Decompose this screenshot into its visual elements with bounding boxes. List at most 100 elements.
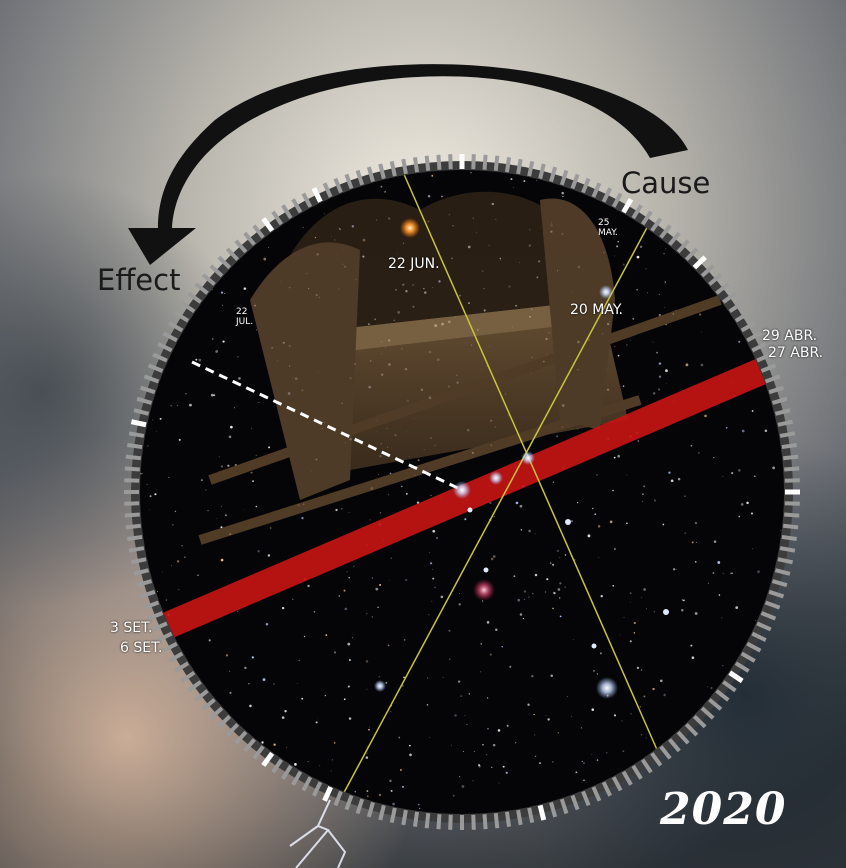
- background-star: [348, 576, 350, 579]
- ring-tick: [333, 790, 343, 807]
- ring-tick: [243, 738, 256, 753]
- background-star: [317, 718, 319, 719]
- background-star: [457, 680, 461, 683]
- background-star: [575, 771, 578, 774]
- background-star: [658, 293, 660, 295]
- background-star: [351, 225, 355, 228]
- background-star: [335, 508, 338, 512]
- background-star: [397, 311, 400, 314]
- ring-tick: [504, 157, 512, 173]
- background-star: [754, 620, 756, 621]
- background-star: [380, 185, 383, 188]
- background-star: [738, 469, 741, 472]
- background-star: [149, 495, 152, 498]
- background-star: [432, 529, 436, 533]
- ring-tick: [147, 611, 164, 621]
- background-star: [251, 656, 254, 659]
- ring-tick: [252, 224, 265, 239]
- background-star: [731, 472, 734, 475]
- background-star: [486, 621, 490, 624]
- background-star: [640, 734, 642, 736]
- background-star: [222, 340, 225, 343]
- ring-tick: [538, 163, 546, 180]
- background-star: [701, 331, 703, 333]
- background-star: [556, 549, 559, 553]
- background-star: [467, 245, 471, 249]
- ring-tick: [493, 813, 500, 829]
- background-star: [486, 697, 489, 699]
- ring-tick: [601, 781, 612, 797]
- background-star: [712, 572, 715, 574]
- ring-tick: [424, 155, 431, 171]
- background-star: [489, 501, 492, 505]
- ring-tick: [659, 224, 672, 239]
- background-star: [462, 751, 465, 753]
- background-star: [528, 529, 531, 533]
- background-star: [405, 492, 408, 495]
- background-star: [629, 640, 632, 643]
- ring-tick: [756, 352, 772, 363]
- ring-tick: [760, 363, 777, 373]
- background-star: [234, 407, 236, 409]
- ring-tick: [783, 523, 799, 530]
- background-star: [557, 732, 559, 734]
- ring-tick: [424, 813, 431, 829]
- background-star: [405, 578, 408, 582]
- background-star: [216, 518, 217, 519]
- background-star: [491, 766, 493, 769]
- ring-tick: [684, 247, 699, 262]
- background-star: [663, 307, 665, 309]
- background-star: [653, 611, 655, 613]
- background-star: [751, 410, 754, 412]
- background-star: [430, 494, 432, 496]
- date-label-6-set: 6 SET.: [120, 640, 163, 656]
- background-star: [459, 776, 461, 778]
- ring-tick: [774, 568, 791, 576]
- background-star: [171, 565, 173, 567]
- ring-tick: [344, 794, 354, 811]
- ring-tick: [591, 786, 602, 802]
- background-star: [636, 289, 638, 291]
- background-star: [468, 693, 470, 695]
- ring-tick: [311, 187, 323, 203]
- background-star: [441, 195, 443, 198]
- background-star: [698, 313, 702, 316]
- background-star: [430, 562, 433, 565]
- background-star: [281, 716, 285, 719]
- background-star: [397, 253, 398, 254]
- background-star: [668, 471, 671, 474]
- background-star: [237, 355, 239, 358]
- background-star: [536, 179, 538, 181]
- background-star: [347, 685, 350, 688]
- background-star: [662, 523, 665, 526]
- background-star: [480, 671, 481, 673]
- ring-tick: [734, 661, 750, 673]
- background-star: [566, 695, 569, 697]
- background-star: [528, 596, 530, 598]
- background-star: [333, 742, 336, 744]
- background-star: [408, 744, 411, 747]
- background-star: [591, 754, 593, 756]
- background-star: [267, 554, 271, 557]
- background-star: [409, 753, 412, 757]
- background-star: [472, 780, 474, 782]
- ark-of-covenant: [198, 191, 722, 545]
- background-star: [691, 656, 695, 660]
- ring-tick: [760, 611, 777, 621]
- background-star: [220, 291, 224, 294]
- star-belt-2: [521, 451, 535, 465]
- cause-label: Cause: [621, 166, 711, 200]
- background-star: [522, 618, 525, 620]
- background-star: [147, 445, 149, 447]
- background-star: [612, 489, 614, 492]
- background-star: [606, 752, 608, 754]
- background-star: [431, 600, 433, 602]
- background-star: [645, 737, 647, 739]
- background-star: [162, 571, 163, 573]
- ring-tick: [378, 804, 386, 821]
- ring-tick: [471, 154, 476, 170]
- ring-tick: [722, 680, 737, 693]
- ring-tick: [180, 301, 196, 314]
- background-star: [506, 724, 509, 727]
- ring-tick: [125, 523, 141, 530]
